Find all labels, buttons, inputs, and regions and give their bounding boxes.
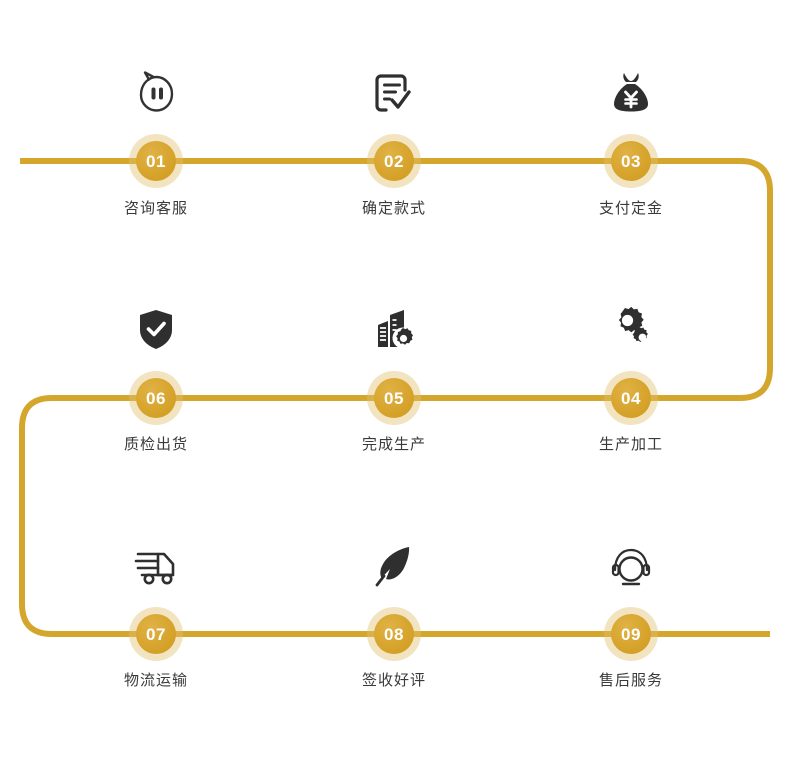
- step-number: 04: [621, 388, 641, 408]
- step-badge-04[interactable]: 04: [604, 371, 658, 425]
- money-bag-yen-icon: [601, 62, 661, 122]
- step-label-04: 生产加工: [598, 435, 663, 453]
- step-number: 07: [146, 624, 166, 644]
- step-badge-inner: 02: [374, 141, 414, 181]
- step-number: 09: [621, 624, 641, 644]
- gears-icon: [601, 299, 661, 359]
- step-label-01: 咨询客服: [123, 199, 188, 217]
- step-number: 08: [384, 624, 404, 644]
- step-badge-02[interactable]: 02: [367, 134, 421, 188]
- shield-check-icon: [126, 299, 186, 359]
- step-badge-inner: 03: [611, 141, 651, 181]
- step-badge-05[interactable]: 05: [367, 371, 421, 425]
- step-label-07: 物流运输: [123, 671, 188, 689]
- step-badge-inner: 04: [611, 378, 651, 418]
- feather-quill-icon: [364, 536, 424, 596]
- step-badge-06[interactable]: 06: [129, 371, 183, 425]
- step-label-03: 支付定金: [598, 199, 663, 217]
- step-number: 01: [146, 151, 166, 171]
- delivery-truck-icon: [126, 536, 186, 596]
- step-badge-09[interactable]: 09: [604, 607, 658, 661]
- step-badge-inner: 01: [136, 141, 176, 181]
- speech-bubble-icon: [126, 62, 186, 122]
- step-number: 03: [621, 151, 641, 171]
- step-badge-inner: 05: [374, 378, 414, 418]
- step-badge-inner: 07: [136, 614, 176, 654]
- step-badge-inner: 06: [136, 378, 176, 418]
- step-label-02: 确定款式: [361, 199, 426, 217]
- step-label-09: 售后服务: [598, 671, 663, 689]
- factory-gear-icon: [364, 299, 424, 359]
- step-label-08: 签收好评: [361, 671, 426, 689]
- step-number: 05: [384, 388, 404, 408]
- step-label-05: 完成生产: [361, 435, 426, 453]
- step-badge-inner: 08: [374, 614, 414, 654]
- step-badge-07[interactable]: 07: [129, 607, 183, 661]
- step-number: 06: [146, 388, 166, 408]
- step-badge-03[interactable]: 03: [604, 134, 658, 188]
- step-number: 02: [384, 151, 404, 171]
- document-check-icon: [364, 62, 424, 122]
- headset-icon: [601, 536, 661, 596]
- step-label-06: 质检出货: [123, 435, 188, 453]
- step-badge-inner: 09: [611, 614, 651, 654]
- step-badge-08[interactable]: 08: [367, 607, 421, 661]
- step-badge-01[interactable]: 01: [129, 134, 183, 188]
